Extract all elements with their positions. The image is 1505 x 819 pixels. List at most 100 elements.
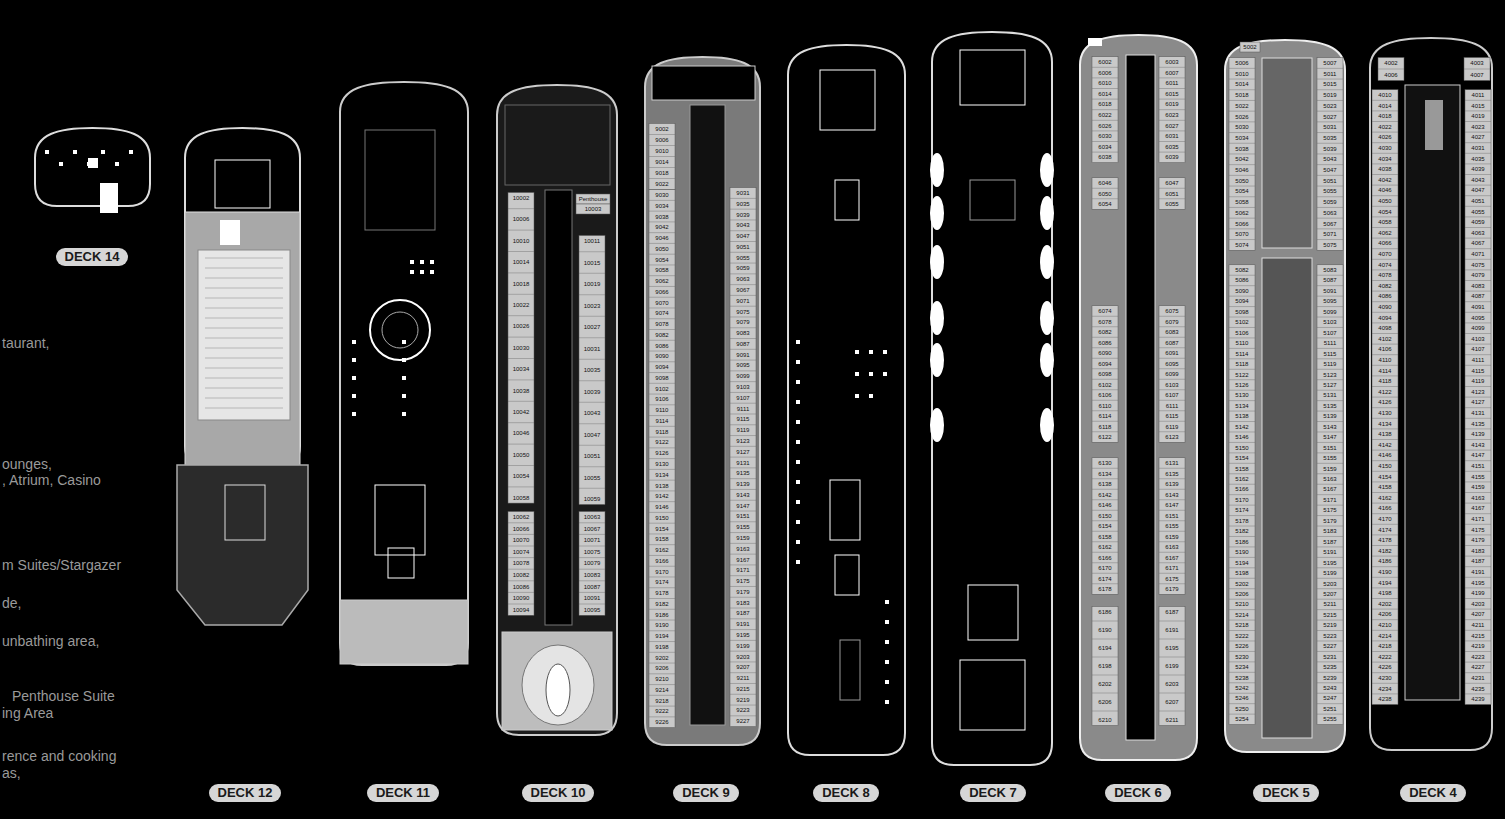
cabin-number: 10087 (584, 584, 601, 590)
cabin-divider (649, 232, 675, 233)
cabin-number: 5119 (1324, 361, 1337, 367)
cabin-divider (1465, 513, 1491, 514)
cabin-divider (1092, 152, 1118, 153)
cabin-number: 6162 (1098, 544, 1111, 550)
cabin-number: 9206 (655, 665, 668, 671)
deck-detail (505, 105, 610, 185)
cabin-divider (579, 380, 605, 381)
cabin-number: 5054 (1235, 188, 1248, 194)
cabin-divider (649, 684, 675, 685)
cabin-divider (1372, 407, 1398, 408)
cabin-divider (1229, 369, 1255, 370)
cabin-number: 4171 (1471, 516, 1484, 522)
table-mark (115, 162, 119, 166)
deck-name: DECK 8 (822, 786, 870, 800)
cabin-number: 5042 (1235, 156, 1248, 162)
cabin-number: 5051 (1323, 178, 1336, 184)
cabin-divider (1229, 306, 1255, 307)
cabin-number: 4059 (1471, 219, 1484, 225)
cabin-number: 10042 (513, 409, 530, 415)
cabin-divider (1378, 69, 1404, 70)
deck-detail (1262, 58, 1312, 248)
cabin-number: 5215 (1323, 612, 1336, 618)
cabin-number: 4238 (1378, 696, 1391, 702)
cabin-number: 5234 (1235, 664, 1248, 670)
cabin-number: 5230 (1235, 654, 1248, 660)
cabin-number: 6138 (1098, 481, 1111, 487)
cabin-strip (649, 124, 675, 190)
table-mark (869, 350, 873, 354)
cabin-divider (1317, 661, 1343, 662)
cabin-number: 9227 (736, 718, 749, 724)
cabin-number: 5206 (1235, 591, 1248, 597)
cabin-number: 4199 (1471, 590, 1484, 596)
cabin-number: 9142 (655, 493, 668, 499)
cabin-number: 9122 (655, 439, 668, 445)
table-mark (796, 380, 800, 384)
cabin-divider (1229, 682, 1255, 683)
cabin-divider (508, 294, 534, 295)
cabin-divider (1465, 291, 1491, 292)
cabin-number: 4215 (1471, 633, 1484, 639)
cabin-divider (1465, 216, 1491, 217)
cabin-divider (649, 555, 675, 556)
cabin-number: 9114 (656, 418, 669, 424)
cabin-number: 10078 (513, 560, 530, 566)
cabin-number: 10059 (584, 496, 601, 502)
cabin-divider (508, 337, 534, 338)
cabin-number: 6190 (1098, 627, 1111, 633)
lifeboat (930, 245, 944, 279)
cabin-divider (1092, 410, 1118, 411)
cabin-divider (1372, 651, 1398, 652)
cabin-divider (730, 263, 756, 264)
cabin-divider (1229, 196, 1255, 197)
cabin-number: 5091 (1323, 288, 1336, 294)
cabin-divider (1465, 428, 1491, 429)
cabin-divider (649, 297, 675, 298)
cabin-divider (1159, 693, 1185, 694)
cabin-number: 9002 (655, 126, 668, 132)
cabin-number: 4198 (1378, 590, 1391, 596)
cabin-number: 6103 (1165, 382, 1178, 388)
cabin-number: 6178 (1098, 586, 1111, 592)
cabin-number: 4210 (1378, 622, 1391, 628)
cabin-divider (730, 705, 756, 706)
cabin-number: 4107 (1471, 346, 1484, 352)
cabin-number: 6110 (1099, 403, 1112, 409)
cabin-number: 6022 (1098, 112, 1111, 118)
cabin-divider (1229, 164, 1255, 165)
table-mark (796, 360, 800, 364)
cabin-number: 5242 (1235, 685, 1248, 691)
cabin-number: 4075 (1471, 262, 1484, 268)
cabin-number: 9183 (736, 600, 749, 606)
cabin-divider (649, 200, 675, 201)
cabin-divider (649, 145, 675, 146)
cabin-divider (1092, 141, 1118, 142)
cabin-divider (1317, 196, 1343, 197)
cabin-number: 5198 (1235, 570, 1248, 576)
seat-row (205, 378, 283, 379)
cabin-number: 5031 (1323, 124, 1336, 130)
deck-detail (830, 480, 860, 540)
ship-hull (1225, 40, 1345, 752)
cabin-divider (730, 370, 756, 371)
cabin-number: 4090 (1378, 304, 1391, 310)
cabin-divider (1372, 630, 1398, 631)
cabin-number: 4087 (1471, 293, 1484, 299)
cabin-divider (1317, 317, 1343, 318)
cabin-number: 10018 (513, 281, 530, 287)
cabin-number: 9178 (655, 590, 668, 596)
deck-detail (960, 660, 1025, 730)
cabin-divider (1465, 471, 1491, 472)
cabin-number: 6146 (1098, 502, 1111, 508)
cabin-number: 5022 (1235, 103, 1248, 109)
cabin-number: 9187 (736, 610, 749, 616)
cabin-divider (1092, 130, 1118, 131)
cabin-number: 4154 (1378, 474, 1391, 480)
cabin-number: 10046 (513, 430, 530, 436)
cabin-number: 4138 (1378, 431, 1391, 437)
cabin-number: 5174 (1235, 507, 1248, 513)
ship-hull (497, 85, 617, 735)
cabin-number: 5111 (1324, 340, 1336, 346)
cabin-number: 5110 (1236, 340, 1249, 346)
